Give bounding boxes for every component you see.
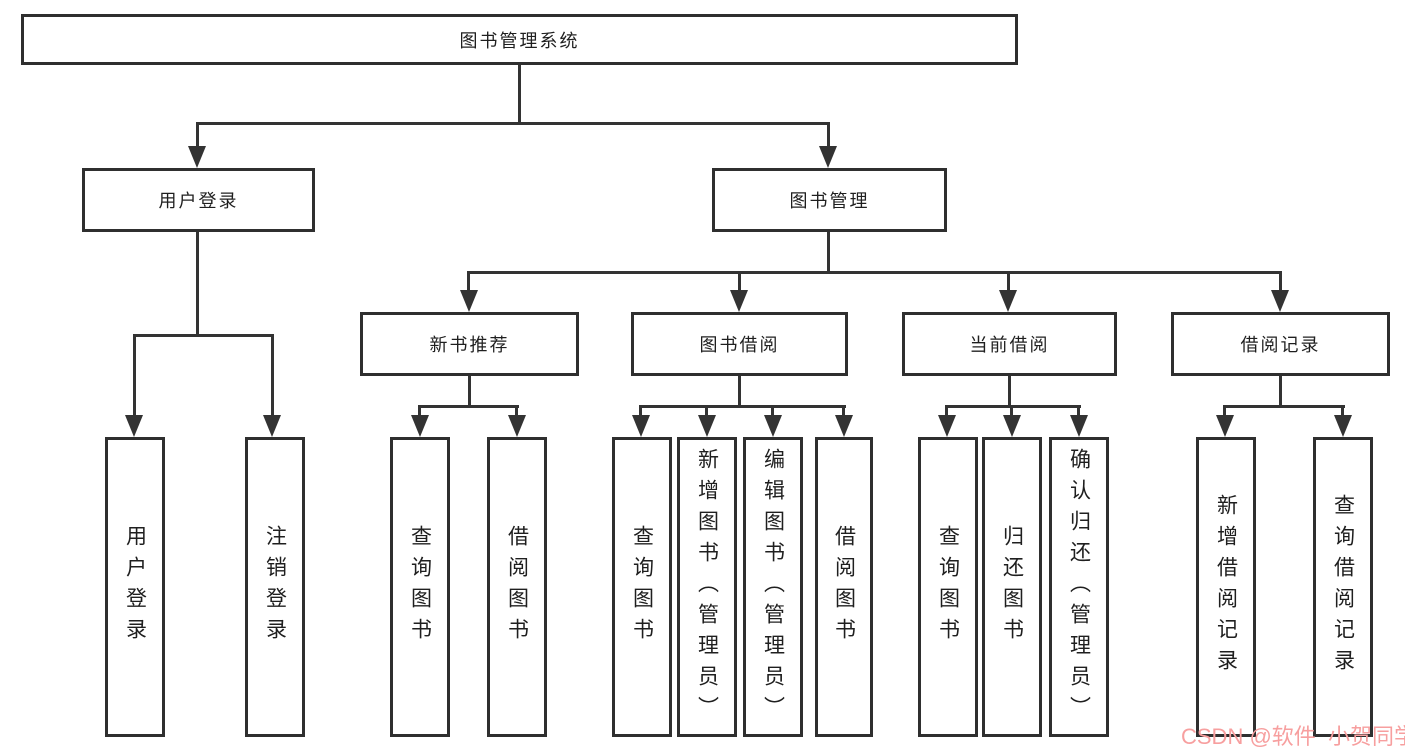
- arrow-down-icon: [764, 415, 782, 437]
- connector-drop: [1077, 405, 1080, 417]
- arrow-down-icon: [632, 415, 650, 437]
- connector-drop: [467, 271, 470, 292]
- connector-drop: [1010, 405, 1013, 417]
- arrow-down-icon: [508, 415, 526, 437]
- connector-borrowrecords-stem: [1279, 375, 1282, 407]
- connector-userlogin-bar: [133, 334, 274, 337]
- node-book-borrowing: 图书借阅: [631, 312, 848, 376]
- node-root: 图书管理系统: [21, 14, 1018, 65]
- connector-drop: [842, 405, 845, 417]
- connector-drop: [271, 334, 274, 417]
- arrow-down-icon: [460, 290, 478, 312]
- connector-bookborrow-stem: [738, 375, 741, 407]
- leaf-user-login: 用户登录: [105, 437, 165, 737]
- arrow-down-icon: [999, 290, 1017, 312]
- connector-drop: [1341, 405, 1344, 417]
- arrow-down-icon: [938, 415, 956, 437]
- node-book-management: 图书管理: [712, 168, 947, 232]
- leaf-logout: 注销登录: [245, 437, 305, 737]
- node-new-book-recommend: 新书推荐: [360, 312, 579, 376]
- node-borrowing-records: 借阅记录: [1171, 312, 1390, 376]
- leaf-borrow-books-2: 借阅图书: [815, 437, 873, 737]
- connector-drop: [945, 405, 948, 417]
- arrow-down-icon: [1271, 290, 1289, 312]
- arrow-down-icon: [263, 415, 281, 437]
- node-user-login: 用户登录: [82, 168, 315, 232]
- arrow-down-icon: [698, 415, 716, 437]
- leaf-label: 用户登录: [123, 525, 147, 649]
- connector-newbooks-bar: [418, 405, 519, 408]
- leaf-label: 查询图书: [936, 525, 960, 649]
- arrow-down-icon: [188, 146, 206, 168]
- arrow-down-icon: [1334, 415, 1352, 437]
- connector-userlogin-stem: [196, 232, 199, 336]
- connector-currentborrow-bar: [945, 405, 1081, 408]
- connector-drop: [639, 405, 642, 417]
- leaf-label: 注销登录: [263, 525, 287, 649]
- arrow-down-icon: [1003, 415, 1021, 437]
- leaf-edit-books-admin: 编辑图书（管理员）: [743, 437, 803, 737]
- leaf-borrow-books-1: 借阅图书: [487, 437, 547, 737]
- node-current-borrowing: 当前借阅: [902, 312, 1117, 376]
- connector-drop: [827, 122, 830, 148]
- arrow-down-icon: [819, 146, 837, 168]
- leaf-confirm-return-admin: 确认归还（管理员）: [1049, 437, 1109, 737]
- leaf-add-books-admin: 新增图书（管理员）: [677, 437, 737, 737]
- arrow-down-icon: [1070, 415, 1088, 437]
- connector-level2-bar: [196, 122, 830, 125]
- connector-drop: [1279, 271, 1282, 292]
- connector-drop: [1007, 271, 1010, 292]
- leaf-label: 新增借阅记录: [1214, 494, 1238, 680]
- leaf-label: 新增图书（管理员）: [695, 447, 719, 727]
- arrow-down-icon: [125, 415, 143, 437]
- connector-drop: [515, 405, 518, 417]
- connector-level3-bar: [468, 271, 1281, 274]
- connector-root-stem: [518, 65, 521, 123]
- csdn-watermark: CSDN @软件_小贺同学: [1181, 724, 1405, 747]
- leaf-label: 查询借阅记录: [1331, 494, 1355, 680]
- leaf-query-books-1: 查询图书: [390, 437, 450, 737]
- leaf-label: 归还图书: [1000, 525, 1024, 649]
- connector-drop: [705, 405, 708, 417]
- connector-borrowrecords-bar: [1223, 405, 1345, 408]
- leaf-label: 借阅图书: [832, 525, 856, 649]
- connector-bookborrow-bar: [639, 405, 846, 408]
- leaf-query-borrow-record: 查询借阅记录: [1313, 437, 1373, 737]
- connector-drop: [133, 334, 136, 417]
- leaf-label: 查询图书: [630, 525, 654, 649]
- arrow-down-icon: [730, 290, 748, 312]
- arrow-down-icon: [411, 415, 429, 437]
- leaf-label: 确认归还（管理员）: [1067, 447, 1091, 727]
- connector-drop: [196, 122, 199, 148]
- connector-drop: [418, 405, 421, 417]
- arrow-down-icon: [1216, 415, 1234, 437]
- connector-drop: [771, 405, 774, 417]
- leaf-add-borrow-record: 新增借阅记录: [1196, 437, 1256, 737]
- leaf-label: 查询图书: [408, 525, 432, 649]
- connector-drop: [738, 271, 741, 292]
- connector-drop: [1223, 405, 1226, 417]
- connector-bookmgmt-stem: [827, 232, 830, 273]
- connector-currentborrow-stem: [1008, 375, 1011, 407]
- leaf-return-books: 归还图书: [982, 437, 1042, 737]
- connector-newbooks-stem: [468, 375, 471, 407]
- leaf-query-books-3: 查询图书: [918, 437, 978, 737]
- leaf-label: 借阅图书: [505, 525, 529, 649]
- arrow-down-icon: [835, 415, 853, 437]
- leaf-query-books-2: 查询图书: [612, 437, 672, 737]
- leaf-label: 编辑图书（管理员）: [761, 447, 785, 727]
